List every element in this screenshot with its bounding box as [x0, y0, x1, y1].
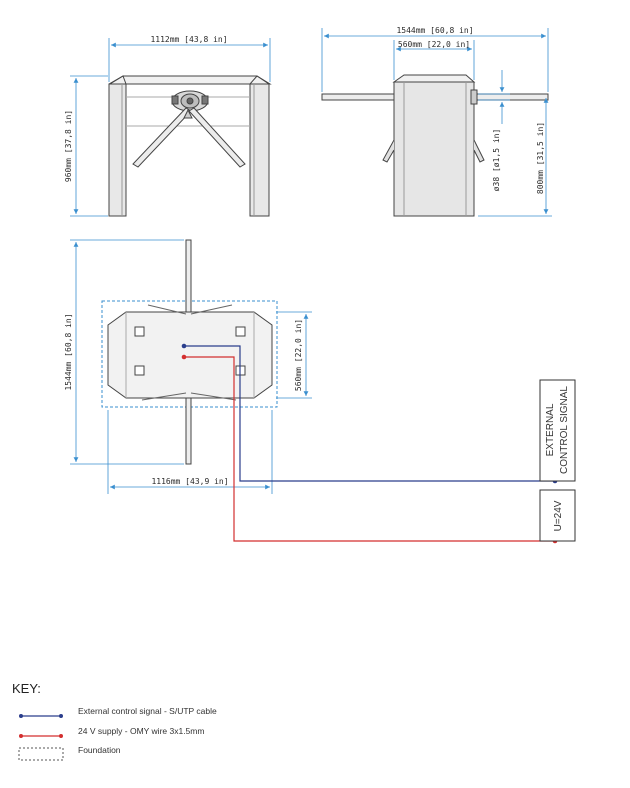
- power-box: [539, 489, 576, 542]
- power-wire-start-dot: [181, 354, 187, 360]
- dim-side-height: 800mm [31,5 in]: [536, 122, 545, 194]
- dim-plan-width: 1116mm [43,9 in]: [151, 477, 228, 486]
- key-item-power: 24 V supply - OMY wire 3x1.5mm: [18, 724, 204, 738]
- foundation-swatch: [18, 745, 64, 761]
- key-label-signal: External control signal - S/UTP cable: [78, 706, 217, 716]
- key-item-foundation: Foundation: [18, 743, 121, 761]
- control-box-line2: CONTROL SIGNAL: [559, 386, 570, 474]
- front-view: [108, 75, 272, 217]
- control-box-line1: EXTERNAL: [545, 403, 556, 456]
- signal-wire: [184, 345, 555, 482]
- signal-wire-start-dot: [181, 343, 187, 349]
- plan-view: [101, 239, 278, 465]
- key-item-signal: External control signal - S/UTP cable: [18, 704, 217, 718]
- dim-front-height: 960mm [37,8 in]: [64, 110, 73, 182]
- key-label-power: 24 V supply - OMY wire 3x1.5mm: [78, 726, 205, 736]
- dim-plan-depth: 560mm [22,0 in]: [294, 319, 303, 391]
- power-line-swatch: [18, 726, 64, 738]
- dim-front-width: 1112mm [43,8 in]: [150, 35, 227, 44]
- key-label-foundation: Foundation: [78, 745, 121, 755]
- dim-side-tube: ø38 [ø1,5 in]: [492, 129, 501, 192]
- control-signal-box: [539, 379, 576, 482]
- key-title: KEY:: [12, 681, 41, 696]
- dim-side-body: 560mm [22,0 in]: [398, 40, 470, 49]
- side-view: [321, 74, 549, 217]
- power-box-label: U=24V: [553, 500, 564, 531]
- dim-plan-length: 1544mm [60,8 in]: [64, 313, 73, 390]
- signal-line-swatch: [18, 706, 64, 718]
- dim-side-total: 1544mm [60,8 in]: [396, 26, 473, 35]
- power-wire: [184, 356, 555, 542]
